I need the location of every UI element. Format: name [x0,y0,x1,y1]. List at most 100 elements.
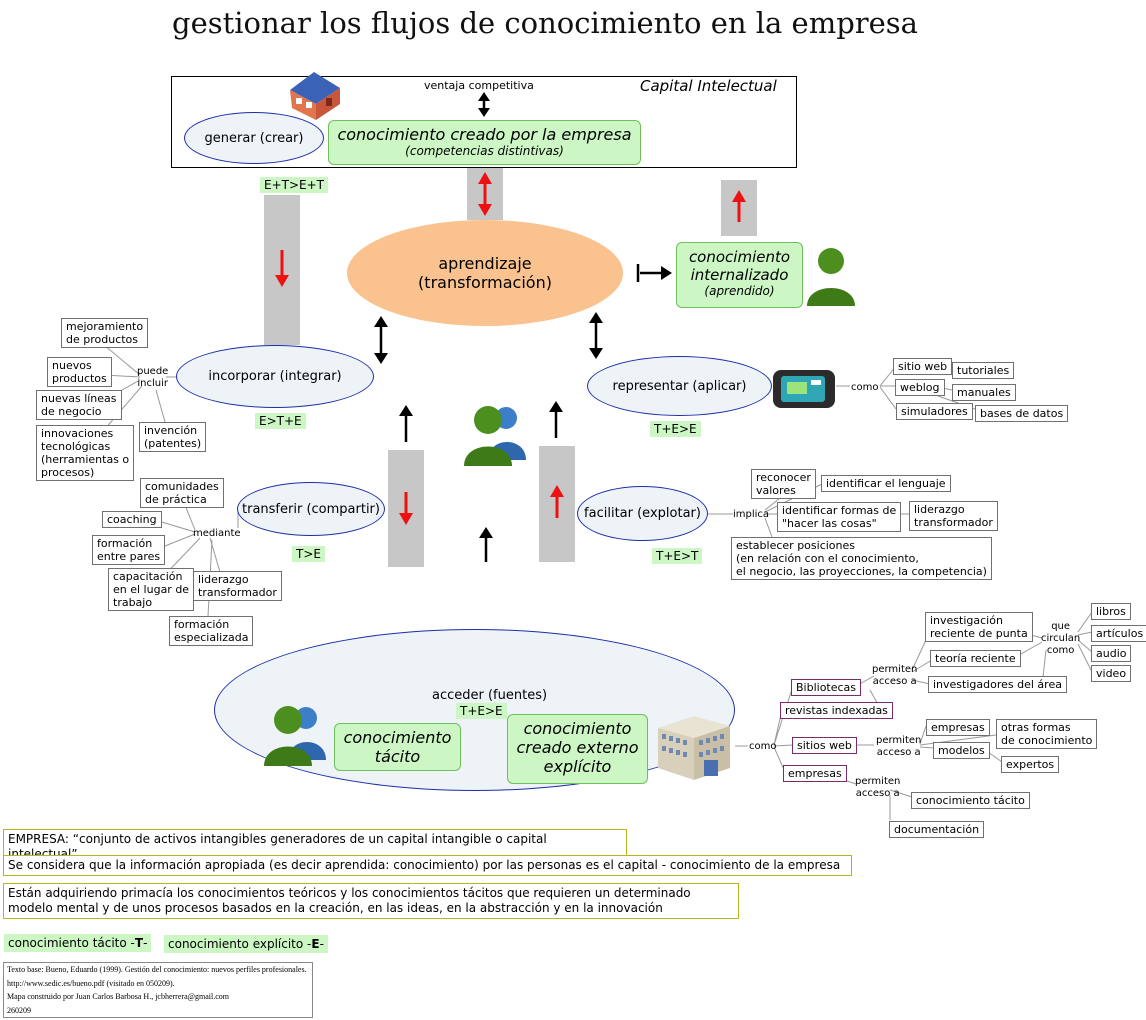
transformacion-label: (transformación) [418,273,552,292]
manuales-box: manuales [952,384,1016,401]
empresas-source-box: empresas [783,765,847,782]
innovaciones-tecnologicas-box: innovaciones tecnológicas (herramientas … [36,425,135,481]
competencias-label: (competencias distintivas) [405,144,564,158]
como-connector-representar: como [851,382,879,393]
libros-box: libros [1091,603,1131,620]
internalizado-line3: (aprendido) [704,284,775,298]
conocimiento-creado-label: conocimiento creado por la empresa [337,125,632,144]
building-icon [658,716,730,780]
modelos-box: modelos [933,742,990,759]
que-circulan-connector: que circulan como [1041,621,1081,656]
bases-de-datos-box: bases de datos [975,405,1069,422]
simuladores-box: simuladores [896,403,973,420]
capacitacion-box: capacitación en el lugar de trabajo [108,568,195,611]
credit-line-4: 260209 [7,1005,31,1015]
transferir-node[interactable]: transferir (compartir) [237,482,385,536]
invencion-box: invención (patentes) [139,422,207,452]
generar-label: generar (crear) [204,130,304,146]
incorporar-node[interactable]: incorporar (integrar) [176,345,374,408]
tag-tee: T+E>E [456,703,507,719]
conocimiento-tacito-node: conocimiento tácito [334,723,461,771]
legend-tacito: conocimiento tácito -T- [4,934,152,952]
articulos-box: artículos [1091,625,1146,642]
page-title: gestionar los flujos de conocimiento en … [172,6,918,40]
sitio-web-box: sitio web [893,358,953,375]
explicito-line1: conocimiento [523,719,632,738]
conocimiento-explicito-node: conocimiento creado externo explícito [507,714,648,784]
liderazgo-transformador-box-f: liderazgo transformador [909,501,998,531]
tag-ete: E>T+E [255,413,306,429]
generar-node[interactable]: generar (crear) [184,112,324,164]
transferir-label: transferir (compartir) [242,501,380,517]
empresas-web-box: empresas [926,719,990,736]
person-icon [807,248,855,306]
conocimiento-creado-node: conocimiento creado por la empresa (comp… [328,120,641,165]
note-informacion: Se considera que la información apropiad… [3,855,852,876]
permiten-acceso-web: permiten acceso a [876,735,922,758]
expertos-box: expertos [1001,756,1060,773]
representar-node[interactable]: representar (aplicar) [587,356,772,416]
explicito-line3: explícito [543,757,612,776]
facilitar-label: facilitar (explotar) [584,506,701,521]
tacito-line1: conocimiento [343,728,452,747]
credit-line-1: Texto base: Bueno, Eduardo (1999). Gesti… [7,965,307,974]
coaching-box: coaching [102,511,162,528]
aprendizaje-node[interactable]: aprendizaje (transformación) [347,220,623,326]
reconocer-valores-box: reconocer valores [751,469,816,499]
internalizado-line2: internalizado [690,266,789,284]
formacion-especializada-box: formación especializada [169,616,254,646]
permiten-acceso-lib: permiten acceso a [872,664,918,687]
otras-formas-box: otras formas de conocimiento [996,719,1098,749]
acceder-label: acceder (fuentes) [432,688,548,703]
tag-te-rep: T+E>E [650,421,701,437]
tag-etet: E+T>E+T [260,177,328,193]
video-box: video [1091,665,1132,682]
capital-intelectual-label: Capital Intelectual [640,77,777,95]
permiten-acceso-emp: permiten acceso a [855,776,901,799]
tutoriales-box: tutoriales [952,362,1015,379]
explicito-line2: creado externo [516,738,639,757]
weblog-box: weblog [895,379,945,396]
group-icon [464,406,526,466]
como-connector-acceder: como [749,741,777,752]
internalizado-line1: conocimiento [688,248,791,266]
pda-icon [773,370,835,408]
credit-line-3: Mapa construido por Juan Carlos Barbosa … [7,992,229,1001]
liderazgo-transformador-box-t: liderazgo transformador [193,571,282,601]
investigacion-reciente-box: investigación reciente de punta [925,612,1033,642]
bibliotecas-box: Bibliotecas [791,679,862,696]
capital-intelectual-frame [171,76,797,168]
documentacion-box: documentación [889,821,985,838]
credit-line-2: http://www.sedic.es/bueno.pdf (visitado … [7,978,175,988]
person-group-icon [264,706,326,766]
mejoramiento-productos-box: mejoramiento de productos [61,318,149,348]
mediante-connector: mediante [193,528,241,539]
revistas-indexadas-box: revistas indexadas [780,702,893,719]
aprendizaje-label: aprendizaje [438,254,532,273]
establecer-posiciones-box: establecer posiciones (en relación con e… [731,537,992,580]
conocimiento-internalizado-node: conocimiento internalizado (aprendido) [676,242,803,308]
sitios-web-box: sitios web [792,737,857,754]
nuevas-lineas-box: nuevas líneas de negocio [36,390,122,420]
comunidades-practica-box: comunidades de práctica [140,478,224,508]
investigadores-area-box: investigadores del área [928,676,1067,693]
teoria-reciente-box: teoría reciente [930,650,1021,667]
audio-box: audio [1091,645,1132,662]
incorporar-label: incorporar (integrar) [208,369,342,384]
representar-label: representar (aplicar) [612,378,747,394]
formacion-pares-box: formación entre pares [92,535,166,565]
implica-connector: implica [733,509,770,520]
note-primacia: Están adquiriendo primacía los conocimie… [3,883,739,919]
nuevos-productos-box: nuevos productos [47,357,112,387]
credits-box: Texto base: Bueno, Eduardo (1999). Gesti… [3,962,313,1018]
ventaja-competitiva-label: ventaja competitiva [424,79,534,92]
identificar-lenguaje-box: identificar el lenguaje [821,475,951,492]
tag-te: T>E [292,546,325,562]
legend-explicito: conocimiento explícito -E- [164,935,328,953]
facilitar-node[interactable]: facilitar (explotar) [577,486,708,541]
tag-tet: T+E>T [652,548,703,564]
conocimiento-tacito-box: conocimiento tácito [911,792,1030,809]
tacito-line2: tácito [374,747,421,766]
